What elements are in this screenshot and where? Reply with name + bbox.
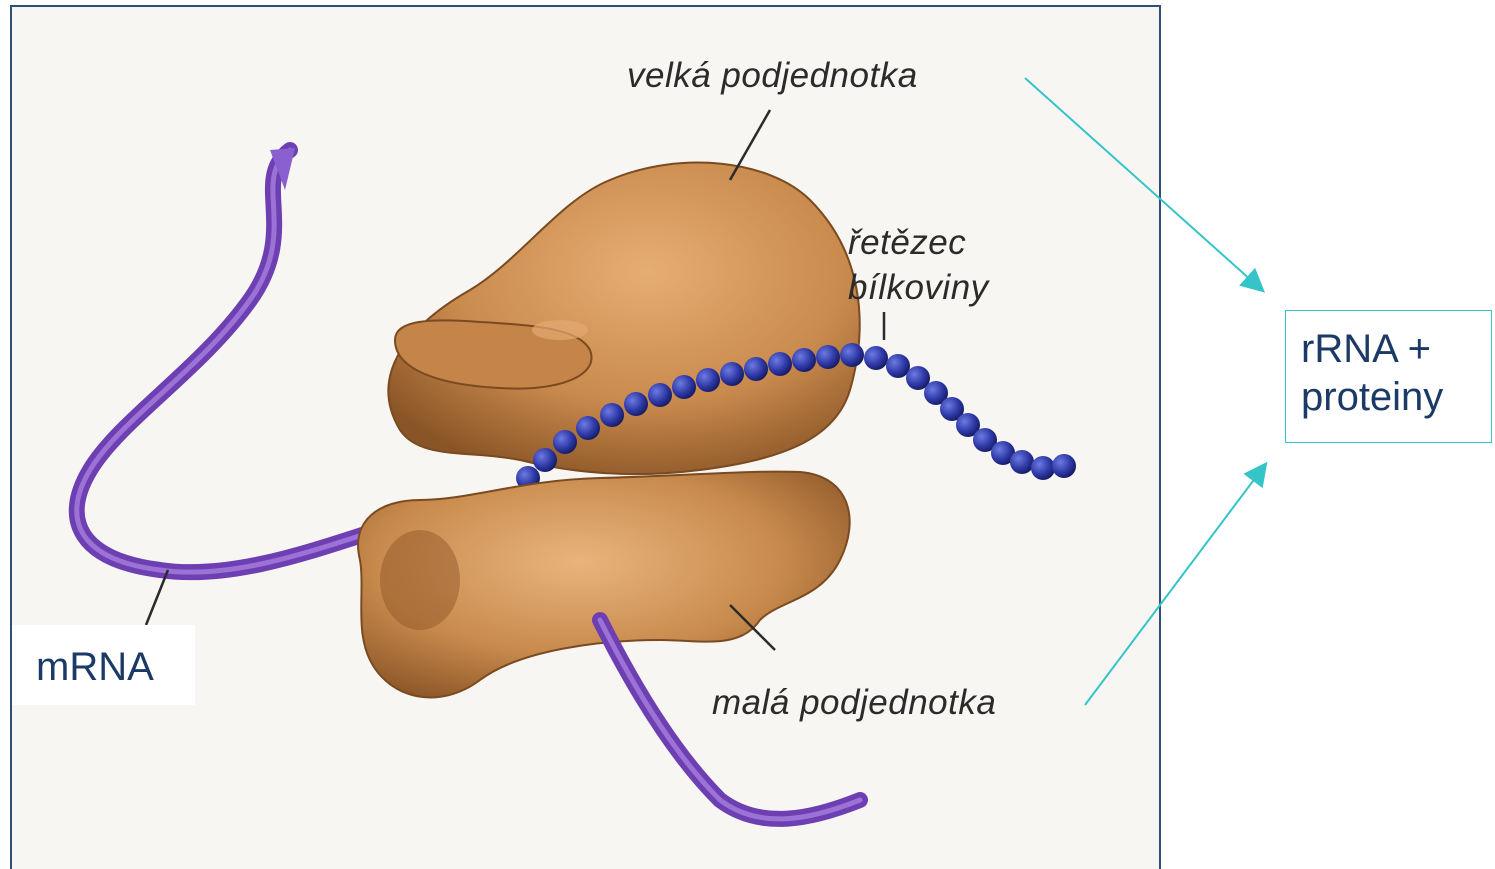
composition-arrows (1025, 78, 1265, 705)
small-subunit-label: malá podjednotka (712, 683, 996, 723)
large-subunit (388, 163, 859, 475)
protein-chain-label-line2: bílkoviny (848, 265, 989, 310)
composition-line2: proteiny (1301, 373, 1491, 421)
large-subunit-label: velká podjednotka (627, 56, 918, 96)
composition-line1: rRNA + (1301, 325, 1491, 373)
mrna-label: mRNA (36, 645, 154, 690)
composition-box: rRNA + proteiny (1285, 310, 1492, 443)
protein-chain-label: řetězec bílkoviny (848, 220, 989, 310)
small-subunit (358, 472, 850, 698)
protein-chain-label-line1: řetězec (848, 220, 989, 265)
